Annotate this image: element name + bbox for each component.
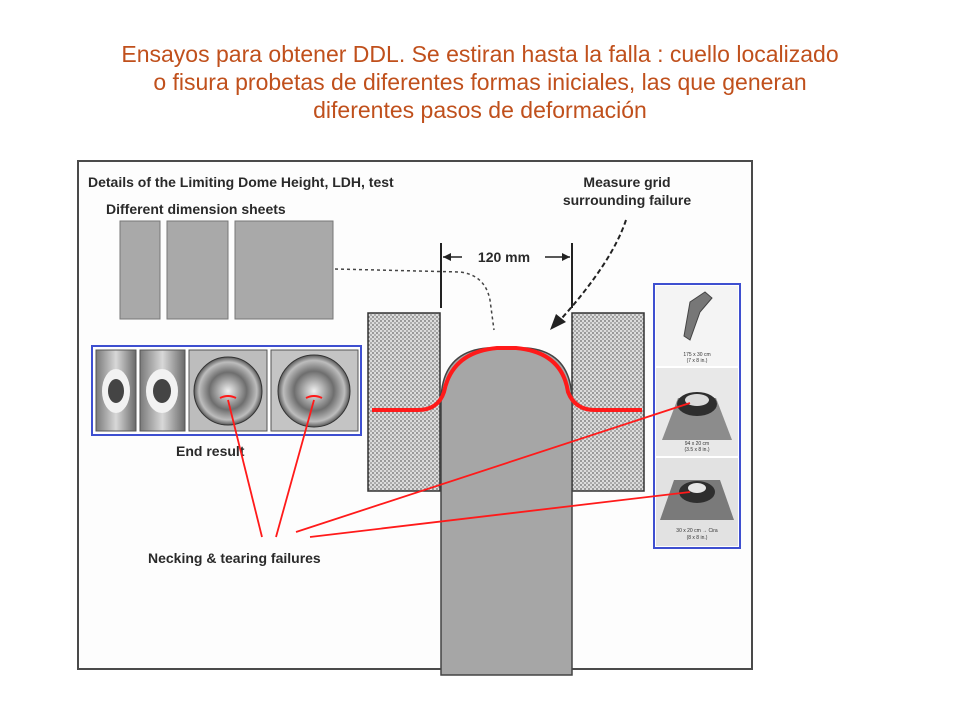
pointer-to-photo-3 xyxy=(309,491,691,538)
failures-label: Necking & tearing failures xyxy=(148,550,321,566)
formed-sheet xyxy=(372,346,642,412)
specimen-caption-3a: 30 x 20 cm → Cira xyxy=(676,528,718,534)
end-result-panel xyxy=(91,345,362,436)
die-block-right xyxy=(571,312,645,492)
sheet-medium xyxy=(166,220,229,320)
grid-arrow-head xyxy=(550,314,566,330)
specimen-caption-2b: (3.5 x 8 in.) xyxy=(684,447,709,453)
figure-heading: Details of the Limiting Dome Height, LDH… xyxy=(88,174,394,190)
dimension-label: 120 mm xyxy=(478,249,530,265)
specimen-caption-2a: 94 x 20 cm xyxy=(685,441,709,447)
pointer-to-result-4 xyxy=(275,399,315,538)
specimen-caption-1b: (7 x 8 in.) xyxy=(687,358,708,364)
grid-label-line2: surrounding failure xyxy=(563,192,692,208)
grid-leader-arrow xyxy=(561,219,627,319)
sheets-label: Different dimension sheets xyxy=(106,201,286,217)
die-block-left xyxy=(367,312,441,492)
title-line-3: diferentes pasos de deformación xyxy=(313,97,647,123)
failure-pointer-lines xyxy=(227,399,691,538)
blank-sheets xyxy=(119,220,334,320)
specimen-caption-3b: (8 x 8 in.) xyxy=(687,535,708,541)
pointer-to-photo-2 xyxy=(295,402,691,533)
sheet-wide xyxy=(234,220,334,320)
specimen-photo-panel: 175 x 30 cm (7 x 8 in.) 94 x 20 cm (3.5 … xyxy=(653,283,741,549)
end-result-label: End result xyxy=(176,443,245,459)
specimen-caption-1a: 175 x 30 cm xyxy=(683,352,710,358)
sheet-leader-line xyxy=(334,268,495,331)
slide-title: Ensayos para obtener DDL. Se estiran has… xyxy=(40,40,920,124)
grid-label-line1: Measure grid xyxy=(583,174,670,190)
sheet-narrow xyxy=(119,220,161,320)
punch xyxy=(440,347,573,676)
pointer-to-result-3 xyxy=(227,399,263,538)
dimension-120mm xyxy=(440,243,573,308)
title-line-2: o fisura probetas de diferentes formas i… xyxy=(153,69,807,95)
title-line-1: Ensayos para obtener DDL. Se estiran has… xyxy=(121,41,839,67)
